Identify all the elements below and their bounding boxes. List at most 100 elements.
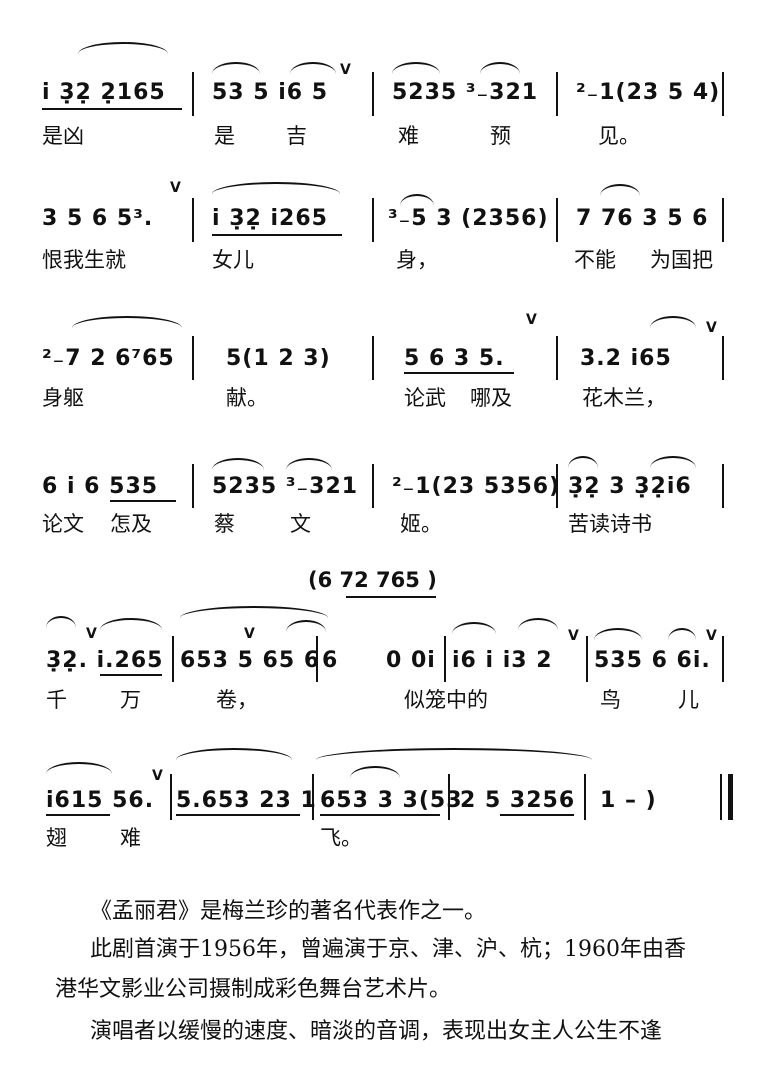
lyric: 是 (214, 124, 235, 148)
bar-line (556, 464, 558, 508)
lyric: 鸟 (600, 688, 621, 712)
slur (72, 316, 182, 328)
bar-line (722, 198, 724, 242)
bar-line (584, 774, 586, 820)
note-group: 7 76 3 5 6 (576, 206, 709, 231)
bar-line (556, 72, 558, 116)
underline (42, 108, 182, 110)
note-group: i615 56. (46, 788, 155, 813)
bar-line (372, 464, 374, 508)
slur (46, 762, 112, 774)
note-group: 5(1 2 3) (226, 346, 331, 371)
slur (212, 458, 264, 470)
lyric: 儿 (678, 688, 699, 712)
lyric: 怎及 (110, 512, 152, 536)
slur (286, 620, 326, 632)
bar-line (556, 198, 558, 242)
bar-line (372, 336, 374, 380)
bar-line (372, 72, 374, 116)
lyric: 翅 (46, 826, 67, 850)
lyric: 为国把 (650, 248, 713, 272)
lyric: 难 (120, 826, 141, 850)
bar-line (172, 636, 174, 682)
note-group: 3.2 i65 (580, 346, 672, 371)
lyric: 文 (290, 512, 311, 536)
note-group: 0 0i (386, 648, 436, 673)
slur (594, 628, 642, 640)
lyric: 见。 (598, 124, 640, 148)
lyric: 蔡 (214, 512, 235, 536)
lyric: 苦读诗书 (568, 512, 652, 536)
paragraph: 演唱者以缓慢的速度、暗淡的音调，表现出女主人公生不逢 (90, 1019, 663, 1044)
note-group: ³₋5 3 (2356) (388, 206, 549, 231)
underline (176, 814, 300, 816)
lyric: 哪及 (470, 386, 512, 410)
bar-line (586, 636, 588, 682)
bar-line (722, 464, 724, 508)
interlude-phrase: (6 72 765 ) (308, 568, 437, 592)
bar-line (372, 198, 374, 242)
underline (100, 674, 162, 676)
lyric: 似笼中的 (404, 688, 488, 712)
note-group: 3̣2̣. i.265 (46, 648, 164, 673)
lyric: 难 (398, 124, 419, 148)
bar-line (444, 636, 446, 682)
lyric: 身， (396, 248, 438, 272)
note-group: 6 i 6 535 (42, 474, 159, 499)
lyric: 预 (490, 124, 511, 148)
note-group: 2 5 3256 (460, 788, 576, 813)
slur (480, 62, 520, 74)
breath-mark: V (526, 312, 537, 328)
slur (78, 42, 168, 54)
final-bar-line (728, 774, 733, 820)
note-group: 653 5 65 6 (180, 648, 321, 673)
breath-mark: V (706, 628, 717, 644)
bar-line (170, 774, 172, 820)
breath-mark: V (340, 62, 351, 78)
note-group: ²₋1(23 5356) (392, 474, 561, 499)
slur (650, 316, 696, 328)
lyric: 不能 (574, 248, 616, 272)
lyric: 吉 (286, 124, 307, 148)
slur (100, 618, 162, 630)
slur (600, 184, 640, 196)
bar-line (448, 774, 450, 820)
bar-line (312, 774, 314, 820)
underline (46, 814, 110, 816)
bar-line (722, 72, 724, 116)
slur (180, 606, 328, 618)
note-group: 5235 ³₋321 (392, 80, 539, 105)
slur (290, 62, 336, 74)
note-group: 6 (322, 648, 339, 673)
note-group: i6 i i3 2 (452, 648, 553, 673)
note-group: 653 3 3(53 (320, 788, 463, 813)
paragraph: 港华文影业公司摄制成彩色舞台艺术片。 (55, 977, 452, 1002)
note-group: ²₋1(23 5 4) (576, 80, 721, 105)
bar-line (192, 464, 194, 508)
bar-line (192, 72, 194, 116)
paragraph: 此剧首演于1956年，曾遍演于京、津、沪、杭；1960年由香 (90, 937, 686, 962)
note-group: i 3̣2̣ i265 (212, 206, 328, 231)
bar-line (722, 336, 724, 380)
note-group: ²₋7 2 6⁷65 (42, 346, 175, 371)
slur (46, 616, 76, 628)
underline (212, 234, 342, 236)
slur (286, 458, 332, 470)
lyric: 花木兰， (582, 386, 666, 410)
note-group: 53 5 i6 5 (212, 80, 329, 105)
breath-mark: V (244, 626, 255, 642)
lyric: 女儿 (212, 248, 254, 272)
lyric: 论文 (42, 512, 84, 536)
note-group: 535 6 6i. (594, 648, 711, 673)
breath-mark: V (568, 628, 579, 644)
lyric: 献。 (226, 386, 268, 410)
slur (212, 62, 260, 74)
bar-line (192, 336, 194, 380)
bar-line (556, 336, 558, 380)
note-group: i 3̣2̣ 2̣165 (42, 80, 166, 105)
lyric: 是凶 (42, 124, 84, 148)
lyric: 千 (46, 688, 67, 712)
slur (568, 456, 598, 468)
slur (316, 748, 592, 760)
